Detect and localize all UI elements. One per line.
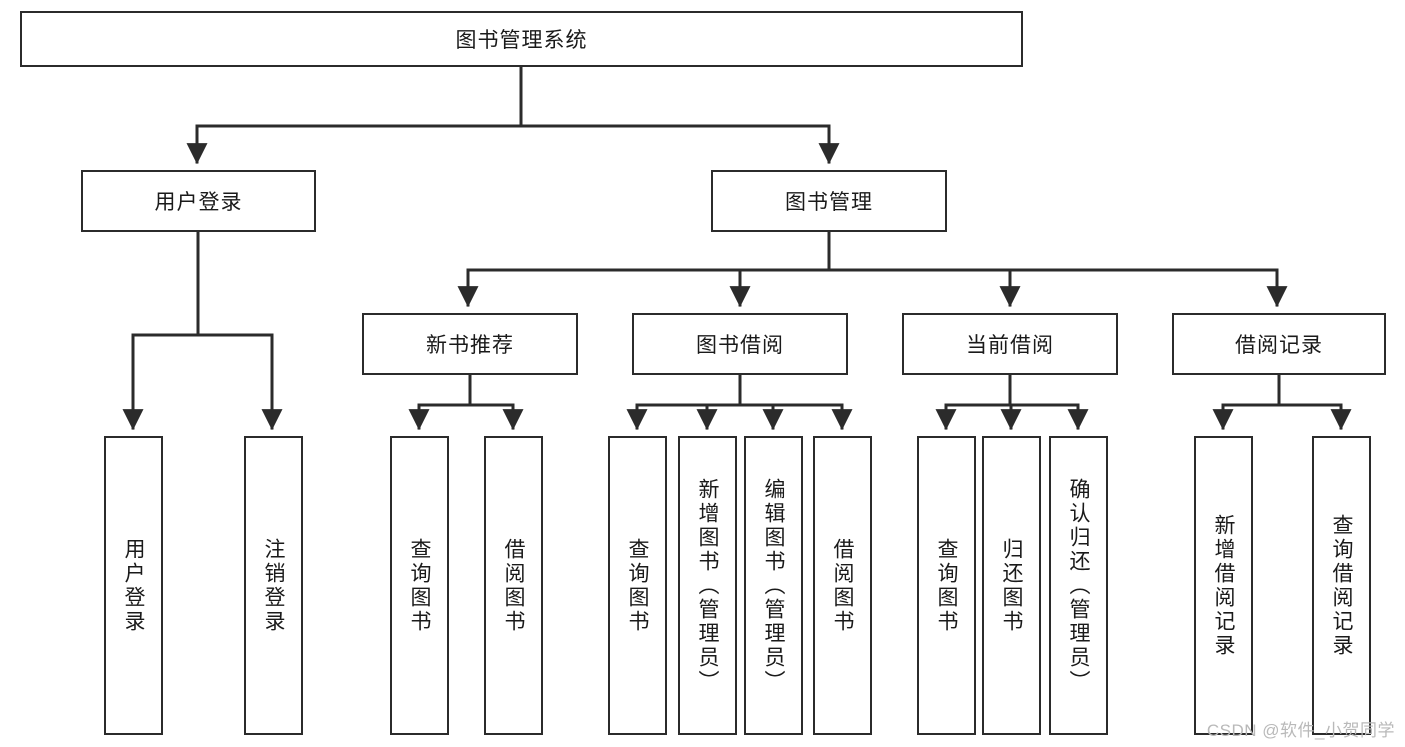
node-leaf-query-book-1-label: 查询图书 [408, 537, 431, 634]
node-leaf-query-borrow-record[interactable]: 查询借阅记录 [1312, 436, 1371, 735]
node-leaf-add-book-admin-label: 新增图书（管理员） [696, 477, 719, 694]
node-leaf-borrow-book-1[interactable]: 借阅图书 [484, 436, 543, 735]
node-current-borrow[interactable]: 当前借阅 [902, 313, 1118, 375]
node-leaf-return-book[interactable]: 归还图书 [982, 436, 1041, 735]
node-leaf-add-borrow-record-label: 新增借阅记录 [1212, 513, 1235, 658]
node-leaf-user-login-label: 用户登录 [122, 537, 145, 634]
node-borrow-records-label: 借阅记录 [1235, 334, 1323, 357]
node-leaf-user-login[interactable]: 用户登录 [104, 436, 163, 735]
node-leaf-query-book-1[interactable]: 查询图书 [390, 436, 449, 735]
node-borrow-records[interactable]: 借阅记录 [1172, 313, 1386, 375]
node-leaf-query-book-2[interactable]: 查询图书 [608, 436, 667, 735]
node-root-label: 图书管理系统 [455, 29, 588, 52]
node-leaf-query-borrow-record-label: 查询借阅记录 [1330, 513, 1353, 658]
node-leaf-logout[interactable]: 注销登录 [244, 436, 303, 735]
node-leaf-add-borrow-record[interactable]: 新增借阅记录 [1194, 436, 1253, 735]
node-leaf-confirm-return-admin-label: 确认归还（管理员） [1067, 477, 1090, 694]
node-leaf-query-book-3-label: 查询图书 [935, 537, 958, 634]
node-user-login[interactable]: 用户登录 [81, 170, 316, 232]
node-user-login-label: 用户登录 [154, 191, 243, 214]
node-leaf-edit-book-admin-label: 编辑图书（管理员） [762, 477, 785, 694]
node-leaf-logout-label: 注销登录 [262, 537, 285, 634]
node-leaf-query-book-2-label: 查询图书 [626, 537, 649, 634]
node-new-book-recommend[interactable]: 新书推荐 [362, 313, 578, 375]
node-root[interactable]: 图书管理系统 [20, 11, 1023, 67]
node-new-book-recommend-label: 新书推荐 [426, 334, 514, 357]
node-book-management-label: 图书管理 [785, 191, 873, 214]
node-leaf-edit-book-admin[interactable]: 编辑图书（管理员） [744, 436, 803, 735]
node-book-borrow[interactable]: 图书借阅 [632, 313, 848, 375]
node-leaf-return-book-label: 归还图书 [1000, 537, 1023, 634]
node-book-borrow-label: 图书借阅 [696, 334, 784, 357]
node-current-borrow-label: 当前借阅 [966, 334, 1054, 357]
node-leaf-borrow-book-1-label: 借阅图书 [502, 537, 525, 634]
node-leaf-borrow-book-2-label: 借阅图书 [831, 537, 854, 634]
node-book-management[interactable]: 图书管理 [711, 170, 947, 232]
node-leaf-confirm-return-admin[interactable]: 确认归还（管理员） [1049, 436, 1108, 735]
node-leaf-query-book-3[interactable]: 查询图书 [917, 436, 976, 735]
node-leaf-borrow-book-2[interactable]: 借阅图书 [813, 436, 872, 735]
node-leaf-add-book-admin[interactable]: 新增图书（管理员） [678, 436, 737, 735]
